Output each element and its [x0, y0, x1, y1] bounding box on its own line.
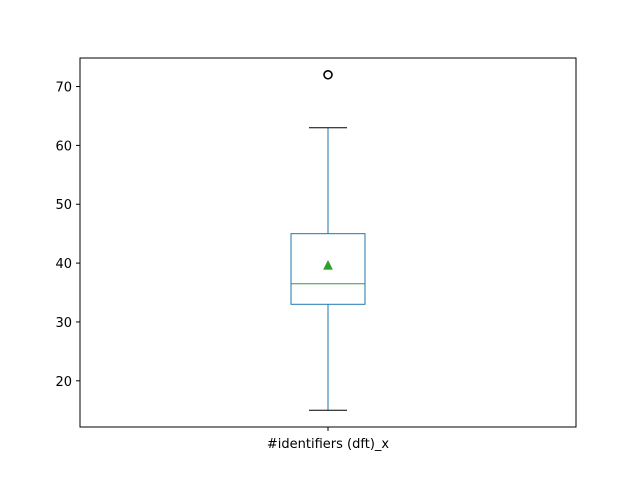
y-tick-label: 50	[55, 198, 72, 213]
x-tick-label: #identifiers (dft)_x	[267, 437, 389, 452]
box-iqr	[290, 233, 366, 305]
axes-frame	[79, 57, 577, 428]
y-tick-label: 40	[55, 257, 72, 272]
y-tick-label: 60	[55, 139, 72, 154]
y-tick-label: 20	[55, 375, 72, 390]
outlier-point	[323, 69, 333, 80]
y-tick-label: 30	[55, 316, 72, 331]
y-tick-label: 70	[55, 81, 72, 96]
mean-marker	[323, 259, 333, 270]
